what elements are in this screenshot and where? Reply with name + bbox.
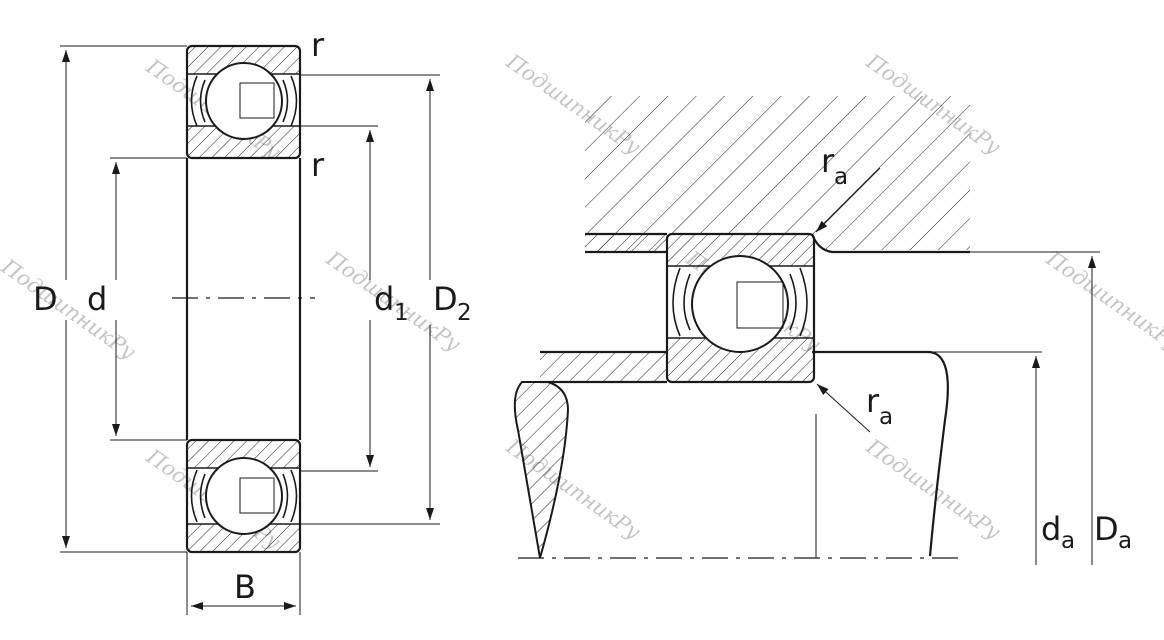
shaft-section xyxy=(513,350,1042,559)
label-ra-top-subscript: a xyxy=(834,164,848,190)
label-r-top: r xyxy=(311,26,325,64)
bearing-bore xyxy=(172,158,315,440)
bearing-top-section xyxy=(185,44,302,160)
label-B: B xyxy=(234,568,256,606)
bearing-bottom-section xyxy=(185,438,302,554)
label-ra-top: r xyxy=(821,142,835,180)
label-D: D xyxy=(33,280,58,318)
label-r-bottom: r xyxy=(311,146,325,184)
label-ra-bottom: r xyxy=(866,382,880,420)
label-d1-subscript: 1 xyxy=(394,300,409,326)
label-D2-subscript: 2 xyxy=(457,300,472,326)
mounting-dimension-lines xyxy=(1032,256,1096,565)
ball-mounted xyxy=(691,255,789,353)
label-da-subscript: a xyxy=(1061,528,1075,554)
label-D2: D xyxy=(433,280,458,318)
label-d1: d xyxy=(374,280,394,318)
ra-leaders xyxy=(815,167,881,433)
watermark-7: ПодшипникРу xyxy=(1041,246,1164,357)
label-d: d xyxy=(87,280,107,318)
label-da: d xyxy=(1041,510,1061,548)
watermarks: ПодшипникРу ПодшипникРу ПодшипникРу Подш… xyxy=(0,49,1164,555)
watermark-4: ПодшипникРу xyxy=(0,254,141,365)
extension-lines xyxy=(60,45,440,615)
mounted-bearing xyxy=(665,232,816,384)
dimension-lines xyxy=(62,50,434,610)
ball-top xyxy=(205,62,283,140)
label-ra-bottom-subscript: a xyxy=(879,404,893,430)
ball-bottom xyxy=(205,457,283,535)
mounting-view: r a r a d a D a xyxy=(513,96,1132,565)
label-Da: D xyxy=(1094,510,1119,548)
bearing-section-view: D d d 1 D 2 B r r xyxy=(33,26,472,615)
label-Da-subscript: a xyxy=(1118,528,1132,554)
housing-section xyxy=(585,96,1100,254)
